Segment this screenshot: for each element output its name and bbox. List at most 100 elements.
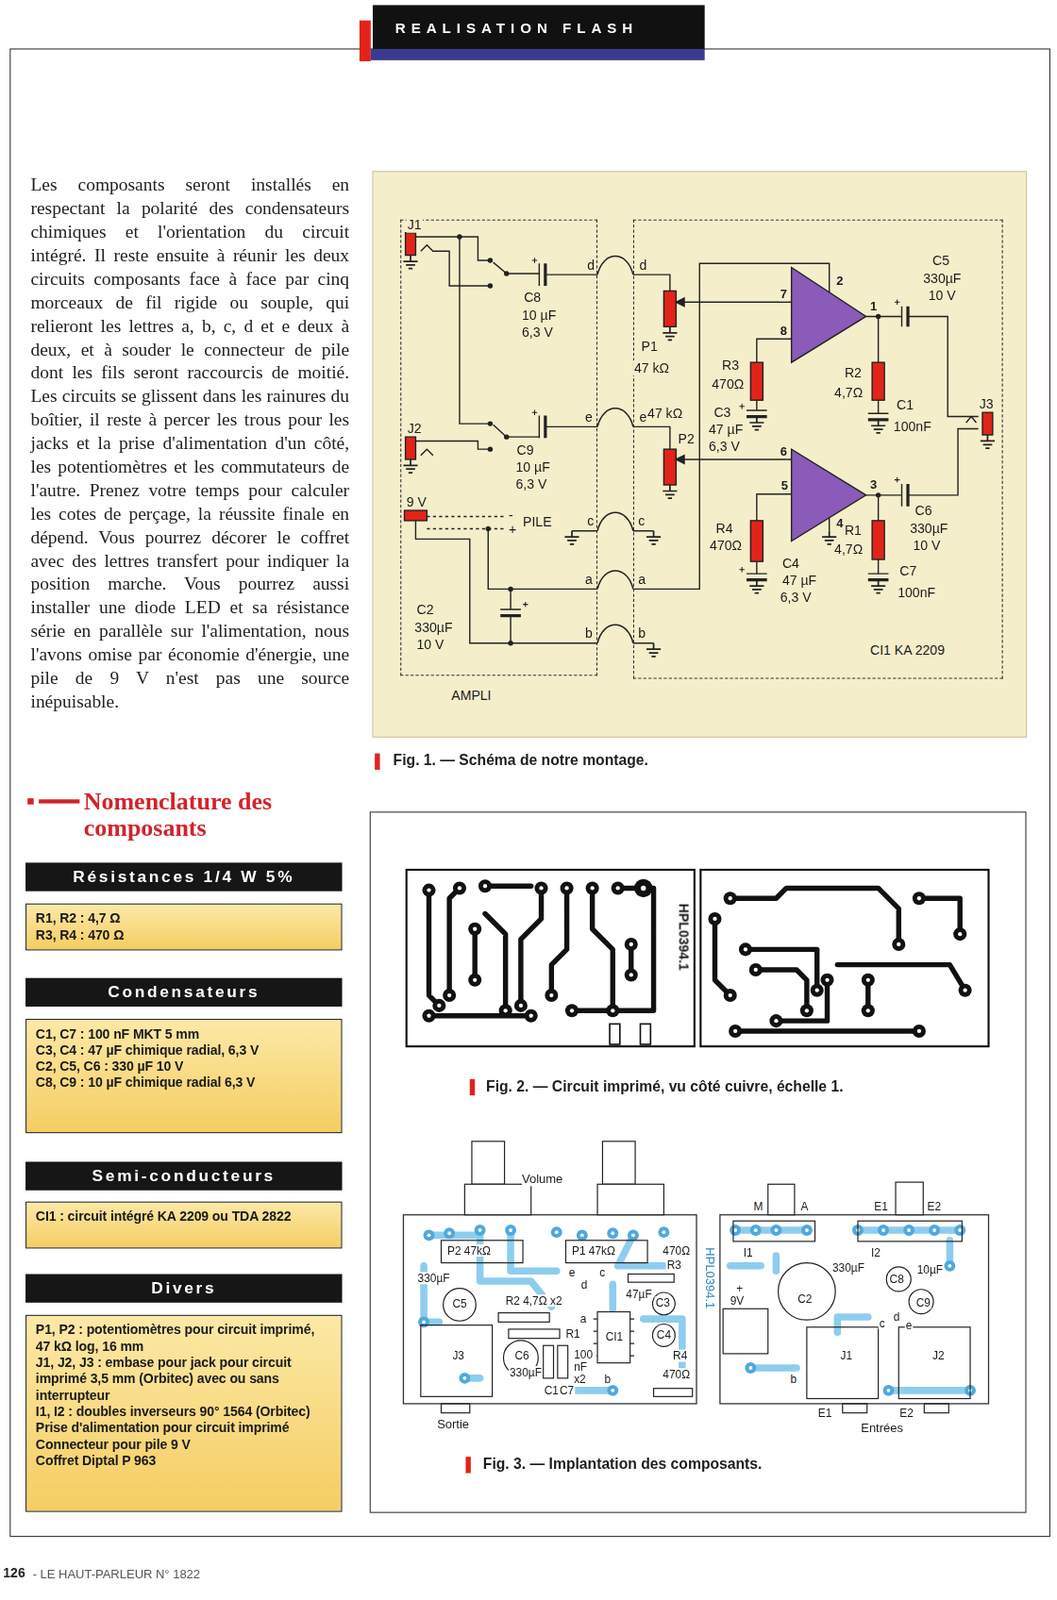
component-label: a (579, 1313, 588, 1326)
jack-symbol (982, 412, 993, 436)
layout-pad (421, 1320, 426, 1325)
junction-dot (487, 446, 493, 452)
layout-pad (627, 1229, 639, 1242)
copper-pad (707, 912, 722, 926)
copper-pad (610, 1008, 615, 1013)
copper-pad (634, 879, 653, 898)
pcb-copper-figure (406, 870, 990, 1047)
component-label: b (604, 1373, 613, 1386)
copper-pad (605, 1004, 620, 1018)
component-label: 6,3 V (779, 589, 813, 605)
copper-pad (723, 989, 738, 1003)
box-title: Semi-conducteurs (25, 1161, 342, 1191)
wire-link (597, 570, 634, 589)
component-label: A (799, 1201, 809, 1214)
heading-marker (38, 799, 80, 804)
component-label: C5 (931, 252, 951, 269)
layout-pad (943, 1260, 956, 1273)
layout-pad (754, 1228, 758, 1233)
wiper-arrow (675, 298, 685, 307)
parts-box: R1, R2 : 4,7 ΩR3, R4 : 470 Ω (25, 904, 342, 952)
component-label: 470Ω (661, 1244, 691, 1258)
copper-pad (544, 989, 558, 1003)
resistor-symbol (872, 520, 885, 560)
component-label: C3 (654, 1296, 672, 1309)
layout-pad (881, 1228, 886, 1233)
copper-pad (549, 993, 554, 998)
component-label: b (584, 625, 594, 641)
pin-number: 2 (835, 273, 844, 288)
component-label: E1 (817, 1407, 834, 1420)
component-label: e (568, 1266, 577, 1279)
pin-number: 1 (869, 299, 878, 314)
component-outline (498, 1313, 550, 1324)
parts-line: R3, R4 : 470 Ω (35, 927, 333, 944)
junction-dot (487, 420, 493, 426)
layout-pad (610, 1231, 615, 1236)
copper-pad (432, 999, 446, 1013)
layout-trace (423, 1230, 971, 1392)
wire-link (597, 512, 634, 531)
layout-pad (750, 1224, 762, 1237)
copper-pad (640, 886, 646, 891)
amplifier-symbol (791, 449, 867, 541)
component-label: C9 (915, 1296, 932, 1309)
layout-pad (504, 1224, 517, 1237)
layout-pad (882, 1385, 894, 1397)
copper-pad (478, 879, 492, 893)
copper-pad (749, 963, 763, 977)
component-outline (895, 1182, 923, 1216)
component-label: C7 (898, 563, 918, 579)
copper-pad (447, 993, 452, 998)
component-label: 470Ω (661, 1368, 691, 1381)
polarity-mark (522, 257, 900, 607)
jack-symbol (405, 436, 417, 460)
component-label: 6,3 V (520, 324, 554, 340)
copper-pad (468, 973, 482, 988)
component-label: C4 (781, 555, 801, 571)
component-label: c (586, 513, 595, 529)
parts-line: Connecteur pour pile 9 V (35, 1437, 333, 1454)
layout-pad (606, 1385, 619, 1397)
component-outline (565, 1241, 648, 1264)
box-title: Condensateurs (25, 978, 342, 1007)
layout-pad (729, 1224, 741, 1237)
pin-number: 4 (835, 517, 844, 532)
connector-layer (597, 256, 634, 644)
component-outline (886, 1267, 911, 1292)
component-label: C6 (513, 1350, 530, 1363)
copper-pad (917, 1029, 922, 1034)
copper-pad (436, 1004, 441, 1008)
component-label: PILE (521, 514, 554, 530)
pin-number: 5 (780, 479, 789, 494)
layout-pad (631, 1233, 636, 1238)
ground-symbol (646, 643, 661, 657)
wire-link (597, 624, 634, 643)
component-label: C5 (451, 1297, 468, 1310)
copper-pad (810, 984, 824, 998)
component-label: b (788, 1373, 798, 1386)
caption-marker (374, 754, 380, 771)
component-label: J3 (451, 1350, 466, 1363)
component-label: 4,7Ω (833, 385, 864, 401)
parts-line: C2, C5, C6 : 330 µF 10 V (35, 1058, 333, 1075)
component-label: 10 µF (514, 459, 551, 475)
copper-pad (629, 973, 634, 977)
parts-line: C3, C4 : 47 µF chimique radial, 6,3 V (35, 1042, 333, 1059)
layout-trace (730, 1230, 971, 1392)
component-label: R1 (843, 522, 863, 538)
junction-dot (875, 314, 881, 319)
junction-dot (456, 234, 881, 646)
layout-pad (554, 1230, 559, 1235)
component-label: 10 V (911, 537, 941, 554)
section-band: Résistances 1/4 W 5% (25, 862, 342, 891)
component-label: 330µF (908, 520, 949, 537)
component-outline (543, 1345, 554, 1379)
component-label: 9V (729, 1294, 746, 1308)
component-label: R4 (671, 1350, 688, 1363)
component-label: 10 V (415, 637, 445, 653)
layout-pad (551, 1226, 563, 1239)
copper-pad (733, 1029, 738, 1034)
box-title: REALISATION FLASH (395, 19, 705, 36)
component-outline (857, 1221, 962, 1242)
